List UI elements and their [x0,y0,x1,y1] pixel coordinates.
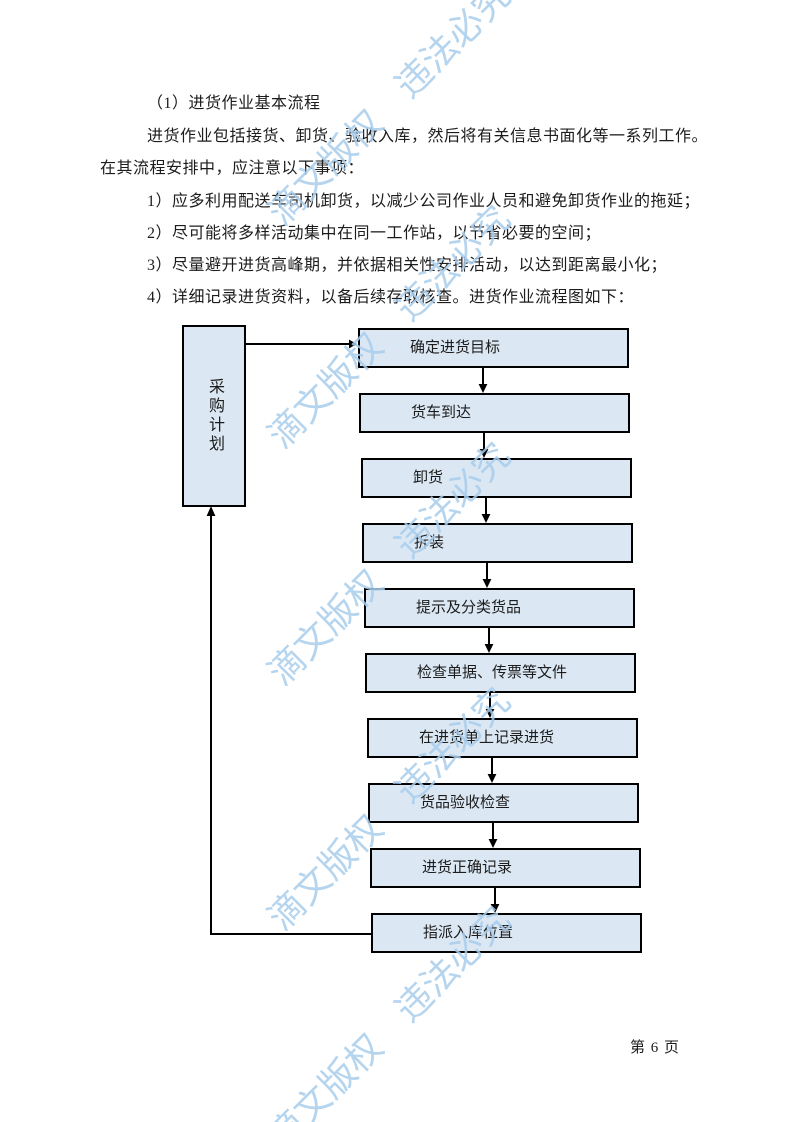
flow-step-box: 在进货单上记录进货 [367,718,638,758]
section-heading: （1）进货作业基本流程 [147,95,321,112]
flow-step-box: 检查单据、传票等文件 [365,653,636,693]
list-item: 1）应多利用配送车司机卸货，以减少公司作业人员和避免卸货作业的拖延； [147,193,701,210]
list-item: 4）详细记录进货资料，以备后续存取核查。进货作业流程图如下： [147,289,635,306]
paragraph-line: 在其流程安排中，应注意以下事项： [100,160,365,177]
flow-step-box: 货车到达 [359,393,630,433]
flow-box-purchase-plan: 采购计划 [182,325,246,507]
flow-step-box: 进货正确记录 [370,848,641,888]
list-item: 3）尽量避开进货高峰期，并依据相关性安排活动，以达到距离最小化； [147,257,668,274]
flow-step-box: 拆装 [362,523,633,563]
flow-step-box: 确定进货目标 [358,328,629,368]
list-item: 2）尽可能将多样活动集中在同一工作站，以节省必要的空间； [147,225,602,242]
flow-step-box: 卸货 [361,458,632,498]
page-number: 第 6 页 [630,1040,681,1056]
paragraph-line: 进货作业包括接货、卸货、验收入库，然后将有关信息书面化等一系列工作。 [147,128,709,145]
flow-box-label: 采购计划 [206,378,223,454]
flow-step-box: 指派入库位置 [371,913,642,953]
flow-step-box: 提示及分类货品 [364,588,635,628]
flow-step-box: 货品验收检查 [368,783,639,823]
